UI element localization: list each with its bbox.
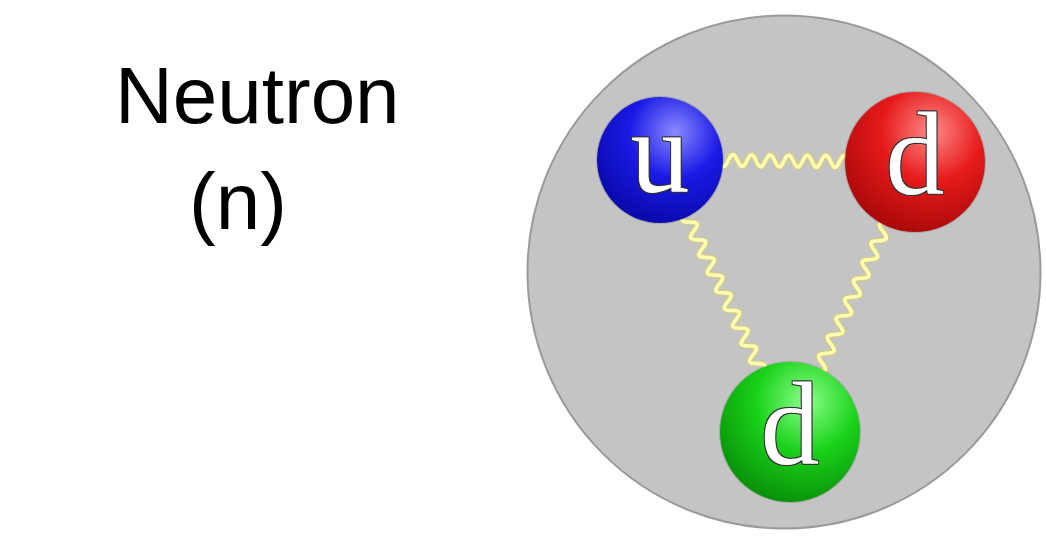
quark-ball: u (597, 97, 723, 223)
gluon-line (818, 222, 888, 372)
hadron-circle: Neutron(n)udd (526, 14, 1042, 530)
particle-name: Neutron (115, 56, 400, 136)
quark-ball: d (845, 92, 985, 232)
quark-ball: d (720, 362, 860, 502)
gluon-line (719, 155, 849, 168)
quark-flavor: d (761, 366, 820, 484)
particle-symbol: (n) (189, 162, 287, 242)
gluon-line (682, 213, 765, 372)
quark-flavor: u (631, 94, 690, 212)
quark-flavor: d (886, 96, 945, 214)
